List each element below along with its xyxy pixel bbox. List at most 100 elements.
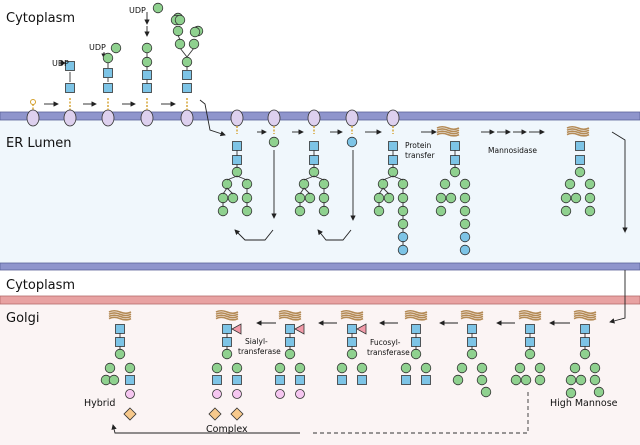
- bond-line: [226, 187, 234, 195]
- mannose-circle: [318, 192, 330, 204]
- mannose-circle: [110, 42, 122, 54]
- bond-line: [186, 47, 195, 58]
- glcnac-square: [411, 324, 421, 334]
- protein-squiggle: [215, 314, 239, 319]
- glcnac-square: [125, 375, 135, 385]
- glcnac-square: [103, 83, 113, 93]
- protein-squiggle: [278, 316, 302, 321]
- glcnac-square: [309, 141, 319, 151]
- protein-squiggle: [460, 312, 484, 317]
- glcnac-square: [525, 324, 535, 334]
- bond-line: [392, 175, 404, 181]
- glcnac-square: [450, 141, 460, 151]
- glcnac-square: [65, 61, 75, 71]
- mannose-circle: [181, 56, 193, 68]
- protein-squiggle: [573, 314, 597, 319]
- glcnac-square: [347, 337, 357, 347]
- mannose-circle: [241, 205, 253, 217]
- mannose-circle: [435, 192, 447, 204]
- mannose-circle: [459, 192, 471, 204]
- mannose-circle: [445, 192, 457, 204]
- mannose-circle: [565, 374, 577, 386]
- mannose-circle: [397, 192, 409, 204]
- glcnac-square: [115, 324, 125, 334]
- mannose-circle: [231, 362, 243, 374]
- mannose-circle: [294, 205, 306, 217]
- mannosidase-label: Mannosidase: [488, 146, 537, 155]
- mannose-circle: [141, 56, 153, 68]
- mannose-circle: [560, 205, 572, 217]
- dolichol-lipid: [345, 109, 359, 127]
- mannose-circle: [466, 348, 478, 360]
- fucose-triangle: [231, 323, 242, 335]
- fucose-triangle: [294, 323, 305, 335]
- dolichol-lipid: [386, 109, 400, 127]
- mannose-circle: [520, 374, 532, 386]
- protein-squiggle: [436, 132, 460, 137]
- glucose-circle: [346, 136, 358, 148]
- phosphate-dot: [30, 99, 36, 105]
- galactose-circle: [125, 389, 135, 399]
- protein-squiggle: [436, 128, 460, 133]
- glycan-structures: [26, 2, 628, 434]
- protein-squiggle: [404, 314, 428, 319]
- mannose-circle: [211, 362, 223, 374]
- glucose-circle: [459, 231, 471, 243]
- glcnac-square: [309, 155, 319, 165]
- dolichol-lipid: [140, 109, 154, 127]
- mannose-circle: [584, 178, 596, 190]
- sialic-acid-diamond: [230, 407, 244, 421]
- bond-line: [179, 47, 188, 58]
- mannose-circle: [102, 52, 114, 64]
- mannose-circle: [570, 192, 582, 204]
- protein-squiggle: [108, 316, 132, 321]
- mannose-circle: [397, 218, 409, 230]
- glcnac-square: [388, 141, 398, 151]
- dolichol-lipid: [101, 109, 115, 127]
- protein-squiggle: [340, 309, 364, 315]
- mannose-circle: [227, 192, 239, 204]
- mannose-circle: [565, 387, 577, 399]
- bond-line: [226, 175, 238, 181]
- protein-squiggle: [215, 312, 239, 317]
- glcnac-square: [142, 70, 152, 80]
- mannose-circle: [435, 205, 447, 217]
- mannose-circle: [593, 386, 605, 398]
- dolichol-lipid: [230, 109, 244, 127]
- glcnac-square: [347, 324, 357, 334]
- glcnac-square: [222, 337, 232, 347]
- mannose-circle: [420, 362, 432, 374]
- protein-squiggle: [278, 312, 302, 317]
- glcnac-square: [222, 324, 232, 334]
- label-hybrid: Hybrid: [84, 398, 115, 409]
- fucosyltransferase-label-1: Fucosyl-: [370, 338, 401, 347]
- glcnac-square: [275, 375, 285, 385]
- mannose-circle: [397, 205, 409, 217]
- glcnac-square: [357, 375, 367, 385]
- mannose-circle: [456, 362, 468, 374]
- mannose-circle: [575, 374, 587, 386]
- bond-line: [382, 175, 394, 181]
- udp-label-1: UDP: [52, 59, 69, 68]
- mannose-circle: [377, 178, 389, 190]
- protein-squiggle: [215, 309, 239, 315]
- mannose-circle: [476, 374, 488, 386]
- mannose-circle: [476, 362, 488, 374]
- mannose-circle: [534, 362, 546, 374]
- glcnac-square: [65, 83, 75, 93]
- mannose-circle: [268, 136, 280, 148]
- glcnac-square: [285, 337, 295, 347]
- bond-line: [177, 34, 181, 41]
- bond-line: [378, 187, 384, 195]
- mannose-circle: [172, 25, 184, 37]
- mannose-circle: [174, 14, 186, 26]
- bond-line: [303, 175, 315, 181]
- mannose-circle: [241, 178, 253, 190]
- pathway-arrow: [317, 229, 352, 241]
- glcnac-square: [467, 324, 477, 334]
- galactose-circle: [275, 389, 285, 399]
- mannose-circle: [241, 192, 253, 204]
- mannose-circle: [574, 166, 586, 178]
- glcnac-square: [575, 141, 585, 151]
- protein-squiggle: [573, 316, 597, 321]
